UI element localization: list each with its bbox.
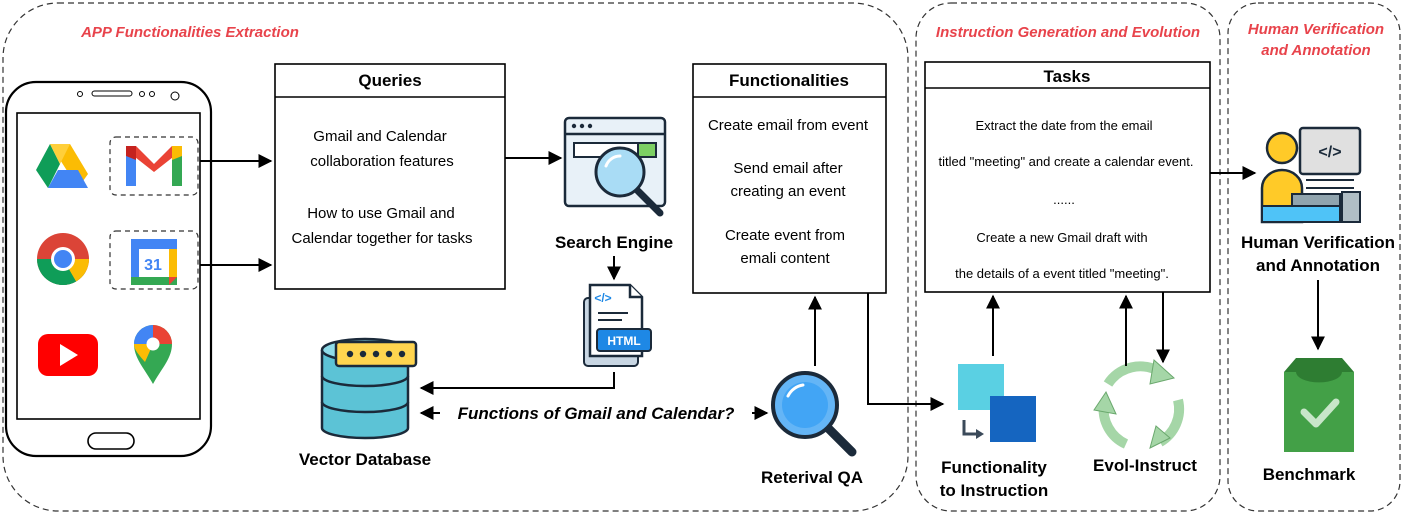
google-calendar-icon: 31 [131,239,177,285]
tasks-title: Tasks [1044,67,1091,86]
vector-database-icon [320,337,418,440]
queries-title: Queries [358,71,421,90]
svg-text:</>: </> [1318,144,1341,161]
magnifier-icon [771,371,857,457]
section-title-extraction: APP Functionalities Extraction [80,24,299,41]
phone [4,80,213,458]
transform-icon [958,364,1036,442]
queries-line-2: collaboration features [310,153,453,170]
youtube-icon [38,334,98,376]
section-verification [1227,2,1401,512]
tasks-line-1: Extract the date from the email [975,118,1152,133]
queries-line-3: How to use Gmail and [307,205,455,222]
queries-line-4: Calendar together for tasks [292,230,473,247]
chrome-icon [37,233,89,285]
html-file-icon: </> HTML [583,283,652,367]
queries-line-1: Gmail and Calendar [313,128,446,145]
benchmark-label: Benchmark [1263,465,1356,484]
evol-instruct-label: Evol-Instruct [1093,456,1197,475]
search-engine-label: Search Engine [555,233,673,252]
func-to-instr-label-2: to Instruction [940,481,1049,500]
gmail-icon [126,146,182,186]
section-extraction [2,2,909,512]
functionalities-title: Functionalities [729,71,849,90]
recycle-icon [1093,359,1185,449]
vector-database-label: Vector Database [299,450,431,469]
gmail-frame [109,136,199,196]
retrieval-qa-label: Reterival QA [761,468,863,487]
question-text: Functions of Gmail and Calendar? [458,404,735,423]
calendar-frame [109,230,199,290]
section-title-verification-2: and Annotation [1261,42,1370,59]
programmer-icon: </> [1260,126,1362,224]
tasks-line-5: the details of a event titled "meeting". [955,266,1169,281]
google-drive-icon [36,144,88,188]
human-verification-label-2: and Annotation [1256,256,1380,275]
functionalities-line-1: Create email from event [708,117,869,134]
benchmark-box-icon [1284,358,1354,452]
svg-text:HTML: HTML [607,334,640,348]
functionalities-line-2: Send email after [733,160,842,177]
human-verification-label-1: Human Verification [1241,233,1395,252]
tasks-box: Tasks Extract the date from the email ti… [924,61,1211,293]
tasks-line-4: Create a new Gmail draft with [976,230,1147,245]
functionalities-line-5: emali content [740,250,830,267]
section-title-generation: Instruction Generation and Evolution [936,24,1200,41]
tasks-line-3: ...... [1053,192,1075,207]
queries-box: Queries Gmail and Calendar collaboration… [274,63,506,290]
func-to-instr-label-1: Functionality [941,458,1047,477]
functionalities-line-4: Create event from [725,227,845,244]
svg-text:</>: </> [594,291,611,305]
svg-text:31: 31 [144,257,162,274]
functionalities-line-3: creating an event [730,183,846,200]
functionalities-box: Functionalities Create email from event … [692,63,887,294]
google-maps-icon [134,325,172,384]
tasks-line-2: titled "meeting" and create a calendar e… [939,154,1194,169]
section-title-verification-1: Human Verification [1248,21,1384,38]
search-engine-icon [563,116,667,217]
